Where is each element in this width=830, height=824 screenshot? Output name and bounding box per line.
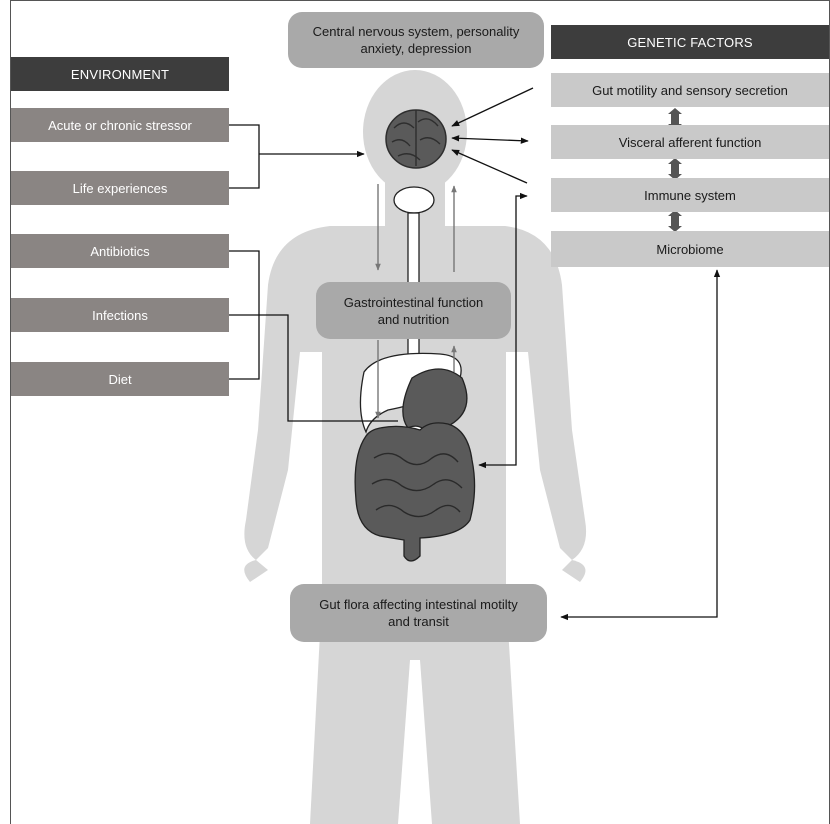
microbiome-flora-connector (560, 269, 721, 621)
environment-header: ENVIRONMENT (11, 57, 229, 91)
genetic-box-microbiome: Microbiome (551, 231, 829, 267)
gut-flora-box: Gut flora affecting intestinal motilty a… (290, 584, 547, 642)
gi-function-box: Gastrointestinal function and nutrition (316, 282, 511, 339)
stressor-connectors (229, 124, 365, 189)
gut-factor-connectors (229, 250, 398, 422)
genetic-box-gut-motility: Gut motility and sensory secretion (551, 73, 829, 107)
genetic-box-immune-system: Immune system (551, 178, 829, 212)
genetic-chain-arrows (668, 108, 682, 232)
genetic-brain-arrows (451, 87, 534, 184)
brain-illustration (385, 109, 447, 169)
gut-factor-box-antibiotics: Antibiotics (11, 234, 229, 268)
digestive-organs-illustration (359, 352, 468, 445)
cns-box: Central nervous system, personality anxi… (288, 12, 544, 68)
stressor-box-acute: Acute or chronic stressor (11, 108, 229, 142)
immune-gut-connector (478, 192, 528, 469)
genetic-factors-header: GENETIC FACTORS (551, 25, 829, 59)
stressor-box-life-experiences: Life experiences (11, 171, 229, 205)
intestines-illustration (354, 422, 476, 562)
gut-factor-box-diet: Diet (11, 362, 229, 396)
brain-gi-arrows (375, 184, 457, 419)
gut-factor-box-infections: Infections (11, 298, 229, 332)
genetic-box-visceral-afferent: Visceral afferent function (551, 125, 829, 159)
